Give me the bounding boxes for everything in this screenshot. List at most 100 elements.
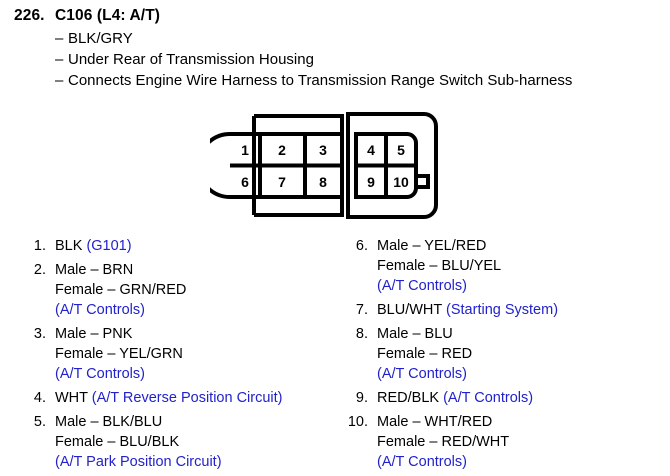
pin-list-left-column: 1.BLK (G101) 2. Male – BRN Female – GRN/RED… <box>16 236 336 476</box>
pin-list-item-line: (A/T Controls) <box>377 452 509 472</box>
pin-list-item-line: Male – PNK <box>55 324 183 344</box>
pin-list-item-line: (A/T Controls) <box>377 364 472 384</box>
pin-list-item: 4. WHT (A/T Reverse Position Circuit) <box>16 388 336 408</box>
wire-color-text: Male – BRN <box>55 262 134 278</box>
pin-number-2: 2 <box>278 142 286 158</box>
wire-color-text: BLU/WHT <box>377 302 447 318</box>
pin-list-item-body: Male – BLK/BLU Female – BLU/BLK (A/T Park … <box>46 412 222 472</box>
pin-list-item-line: Female – BLU/YEL <box>377 256 501 276</box>
left-cavity-block <box>210 132 344 199</box>
wire-color-text: Male – BLK/BLU <box>55 414 163 430</box>
pin-number-8: 8 <box>319 174 327 190</box>
circuit-name-text: (A/T Controls) <box>55 302 145 318</box>
pin-number-5: 5 <box>397 142 405 158</box>
wire-color-text: WHT <box>55 390 92 406</box>
pin-list-item: 7. BLU/WHT (Starting System) <box>338 300 668 320</box>
circuit-name-text: (A/T Park Position Circuit) <box>55 454 222 470</box>
circuit-name-text: (Starting System) <box>446 302 559 318</box>
wire-color-text: BLK <box>55 238 87 254</box>
pin-list-item-line: Male – BRN <box>55 260 186 280</box>
circuit-name-text: (A/T Controls) <box>377 366 467 382</box>
left-shell-upper-flange <box>254 114 344 134</box>
circuit-name-text: (A/T Controls) <box>55 366 145 382</box>
connector-detail-text: BLK/GRY <box>68 30 133 47</box>
pin-list-item-number: 7. <box>355 302 368 318</box>
pin-list-item: 3. Male – PNK Female – YEL/GRN (A/T Control… <box>16 324 336 384</box>
circuit-name-text: (G101) <box>86 238 132 254</box>
pin-list-item-body: Male – WHT/RED Female – RED/WHT (A/T Contr… <box>368 412 509 472</box>
pin-list-item: 9. RED/BLK (A/T Controls) <box>338 388 668 408</box>
pin-number-3: 3 <box>319 142 327 158</box>
pin-number-1: 1 <box>241 142 249 158</box>
pin-list-item-number: 9. <box>355 390 368 406</box>
pin-list-item: 10. Male – WHT/RED Female – RED/WHT (A/T Co… <box>338 412 668 472</box>
pin-list-item-line: Male – YEL/RED <box>377 236 501 256</box>
pin-list-item-line: RED/BLK (A/T Controls) <box>377 388 533 408</box>
pin-list-item-body: Male – PNK Female – YEL/GRN (A/T Controls) <box>46 324 183 384</box>
pin-list-item-line: Female – YEL/GRN <box>55 344 183 364</box>
bullet-dash: – <box>55 30 64 47</box>
circuit-name-text: (A/T Controls) <box>443 390 534 406</box>
pin-list-item-body: BLU/WHT (Starting System) <box>368 300 558 320</box>
wire-color-text: Female – BLU/YEL <box>377 258 502 274</box>
locking-tab-icon <box>416 174 430 189</box>
pin-list-item-line: (A/T Controls) <box>55 300 186 320</box>
pin-list-item-number: 5. <box>33 414 46 430</box>
pin-list-item-body: Male – BRN Female – GRN/RED (A/T Controls) <box>46 260 186 320</box>
circuit-name-text: (A/T Controls) <box>377 454 467 470</box>
wire-color-text: Male – WHT/RED <box>377 414 493 430</box>
left-shell-lower-flange <box>254 197 344 217</box>
pin-list-item-body: Male – BLU Female – RED (A/T Controls) <box>368 324 472 384</box>
connector-number: 226. <box>14 7 45 24</box>
wire-color-text: Female – YEL/GRN <box>55 346 183 362</box>
pin-number-7: 7 <box>278 174 286 190</box>
pin-list-item: 5. Male – BLK/BLU Female – BLU/BLK (A/T Par… <box>16 412 336 472</box>
pin-list-item-line: Female – RED <box>377 344 472 364</box>
pin-list-item-line: BLU/WHT (Starting System) <box>377 300 558 320</box>
pin-list-item-line: WHT (A/T Reverse Position Circuit) <box>55 388 282 408</box>
pin-number-6: 6 <box>241 174 249 190</box>
bullet-dash: – <box>55 72 64 89</box>
pin-list-item-number: 2. <box>33 262 46 278</box>
pin-list-item-line: Male – WHT/RED <box>377 412 509 432</box>
pin-list-item: 1.BLK (G101) <box>16 236 336 256</box>
pin-list-item-line: Male – BLU <box>377 324 472 344</box>
circuit-name-text: (A/T Controls) <box>377 278 467 294</box>
bullet-dash: – <box>55 51 64 68</box>
pin-list-item-line: (A/T Controls) <box>377 276 501 296</box>
pin-list-item-line: Female – RED/WHT <box>377 432 509 452</box>
pin-list-item-number: 10. <box>347 414 368 430</box>
pin-list-item-number: 4. <box>33 390 46 406</box>
connector-title-row: 226. C106 (L4: A/T) <box>14 6 664 26</box>
pin-list-item: 6. Male – YEL/RED Female – BLU/YEL (A/T Con… <box>338 236 668 296</box>
wire-color-text: Female – GRN/RED <box>55 282 187 298</box>
wire-color-text: RED/BLK <box>377 390 444 406</box>
pin-list-item: 8. Male – BLU Female – RED (A/T Controls) <box>338 324 668 384</box>
connector-header: 226. C106 (L4: A/T) – BLK/GRY – Under Re… <box>14 6 664 91</box>
circuit-name-text: (A/T Reverse Position Circuit) <box>91 390 283 406</box>
pin-list-item-line: Male – BLK/BLU <box>55 412 222 432</box>
pin-list-item-body: BLK (G101) <box>46 236 132 256</box>
pin-list-item-line: (A/T Park Position Circuit) <box>55 452 222 472</box>
pin-list-item-line: Female – BLU/BLK <box>55 432 222 452</box>
wire-color-text: Female – BLU/BLK <box>55 434 180 450</box>
pin-list-item-line: Female – GRN/RED <box>55 280 186 300</box>
pin-list-item-body: RED/BLK (A/T Controls) <box>368 388 533 408</box>
connector-detail-line: – BLK/GRY <box>14 28 664 49</box>
wire-color-text: Female – RED <box>377 346 473 362</box>
connector-detail-text: Under Rear of Transmission Housing <box>68 51 314 68</box>
wire-color-text: Male – YEL/RED <box>377 238 487 254</box>
connector-detail-line: – Connects Engine Wire Harness to Transm… <box>14 70 664 91</box>
connector-detail-text: Connects Engine Wire Harness to Transmis… <box>68 72 573 89</box>
wire-color-text: Male – BLU <box>377 326 453 342</box>
pin-number-9: 9 <box>367 174 375 190</box>
right-shell-outline <box>346 112 438 219</box>
pin-list-right-column: 6. Male – YEL/RED Female – BLU/YEL (A/T Con… <box>338 236 668 476</box>
pin-list-item-number: 3. <box>33 326 46 342</box>
pin-list-item-number: 8. <box>355 326 368 342</box>
pin-list-item-number: 6. <box>355 238 368 254</box>
pin-number-10: 10 <box>393 174 409 190</box>
wire-color-text: Female – RED/WHT <box>377 434 510 450</box>
pin-list-item-line: (A/T Controls) <box>55 364 183 384</box>
connector-name: C106 (L4: A/T) <box>55 7 161 24</box>
